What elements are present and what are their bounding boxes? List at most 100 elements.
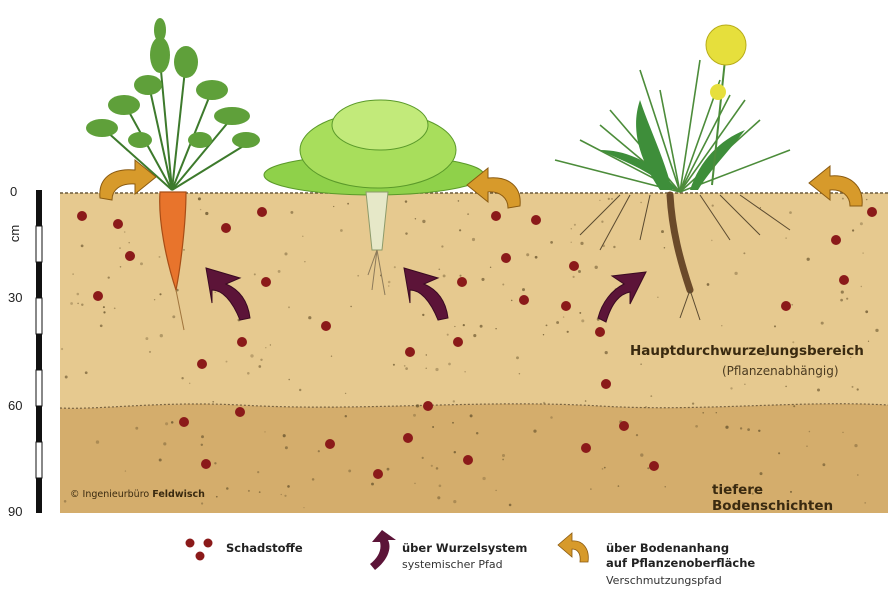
soil-speckle [72, 273, 73, 274]
soil-speckle [357, 275, 359, 277]
legend-root-path-title: über Wurzelsystem [402, 541, 527, 555]
soil-speckle [448, 363, 451, 366]
soil-speckle [350, 306, 351, 307]
scale-tick-60: 60 [8, 398, 22, 413]
soil-speckle [473, 334, 476, 337]
copyright-name: Feldwisch [152, 489, 205, 500]
soil-speckle [809, 431, 811, 433]
soil-speckle [852, 386, 854, 388]
soil-speckle [108, 276, 110, 278]
pollutant-dot [201, 459, 211, 469]
soil-speckle [114, 307, 116, 309]
soil-speckle [285, 446, 288, 449]
soil-speckle [636, 434, 638, 436]
soil-speckle [868, 341, 869, 342]
soil-speckle [650, 395, 652, 397]
pollutant-dot [179, 417, 189, 427]
soil-speckle [437, 496, 440, 499]
soil-speckle [61, 348, 63, 350]
soil-speckle [216, 496, 218, 498]
soil-speckle [640, 363, 641, 364]
pollutant-dot [373, 469, 383, 479]
soil-speckle [393, 364, 395, 366]
legend-root-path-sub: systemischer Pfad [402, 558, 503, 571]
soil-speckle [563, 316, 564, 317]
soil-speckle [578, 270, 581, 273]
soil-speckle [543, 402, 545, 404]
soil-speckle [405, 200, 407, 202]
soil-speckle [758, 430, 760, 432]
pollutant-dot [781, 301, 791, 311]
soil-speckle [371, 483, 374, 486]
soil-speckle [721, 325, 722, 326]
soil-speckle [601, 221, 603, 223]
soil-speckle [511, 300, 513, 302]
soil-speckle [546, 324, 548, 326]
pollutant-dot [261, 277, 271, 287]
legend-surface-path-title-1: über Bodenanhang [606, 541, 729, 555]
soil-speckle [760, 472, 763, 475]
soil-speckle [226, 361, 228, 363]
soil-speckle [259, 491, 261, 493]
legend-root-arrow-icon [370, 530, 396, 570]
soil-speckle [509, 504, 512, 507]
pollutant-dot [237, 337, 247, 347]
soil-speckle [463, 324, 465, 326]
soil-speckle [436, 467, 439, 470]
soil-speckle [664, 247, 666, 249]
pollutant-dot [619, 421, 629, 431]
soil-speckle [77, 293, 80, 296]
pollutant-dot [649, 461, 659, 471]
soil-speckle [388, 285, 389, 286]
soil-speckle [278, 270, 281, 273]
soil-speckle [159, 459, 162, 462]
legend-surface-path-sub: Verschmutzungspfad [606, 574, 722, 587]
soil-speckle [725, 426, 728, 429]
soil-speckle [580, 242, 583, 245]
soil-speckle [226, 487, 229, 490]
soil-speckle [415, 218, 416, 219]
soil-speckle [613, 246, 615, 248]
soil-speckle [171, 421, 174, 424]
soil-speckle [248, 490, 250, 492]
soil-speckle [789, 211, 792, 214]
soil-speckle [817, 389, 820, 392]
soil-speckle [284, 252, 287, 255]
soil-speckle [793, 405, 795, 407]
soil-speckle [201, 444, 203, 446]
soil-speckle [103, 306, 105, 308]
soil-speckle [201, 435, 204, 438]
soil-speckle [265, 347, 266, 348]
soil-speckle [711, 240, 713, 242]
soil-speckle [778, 452, 780, 454]
soil-speckle [422, 220, 425, 223]
soil-speckle [214, 462, 216, 464]
pollutant-dot [221, 223, 231, 233]
soil-speckle [743, 252, 745, 254]
soil-speckle [860, 222, 863, 225]
scale-tick-30: 30 [8, 290, 22, 305]
soil-speckle [452, 422, 454, 424]
soil-speckle [333, 206, 334, 207]
pollutant-dot [501, 253, 511, 263]
soil-speckle [432, 426, 434, 428]
soil-speckle [618, 485, 620, 487]
pollutant-dot [531, 215, 541, 225]
pollutant-dot [197, 359, 207, 369]
pollutant-dot [569, 261, 579, 271]
soil-speckle [467, 213, 469, 215]
soil-speckle [103, 311, 105, 313]
soil-speckle [201, 502, 203, 504]
soil-speckle [140, 262, 143, 265]
soil-speckle [519, 373, 520, 374]
soil-speckle [348, 469, 351, 472]
soil-speckle [854, 444, 857, 447]
soil-speckle [707, 283, 710, 286]
soil-speckle [846, 298, 848, 300]
soil-speckle [857, 474, 859, 476]
soil-speckle [502, 459, 504, 461]
soil-speckle [308, 316, 311, 319]
pollutant-dot [491, 211, 501, 221]
pollutant-dot [561, 301, 571, 311]
soil-speckle [135, 427, 138, 430]
